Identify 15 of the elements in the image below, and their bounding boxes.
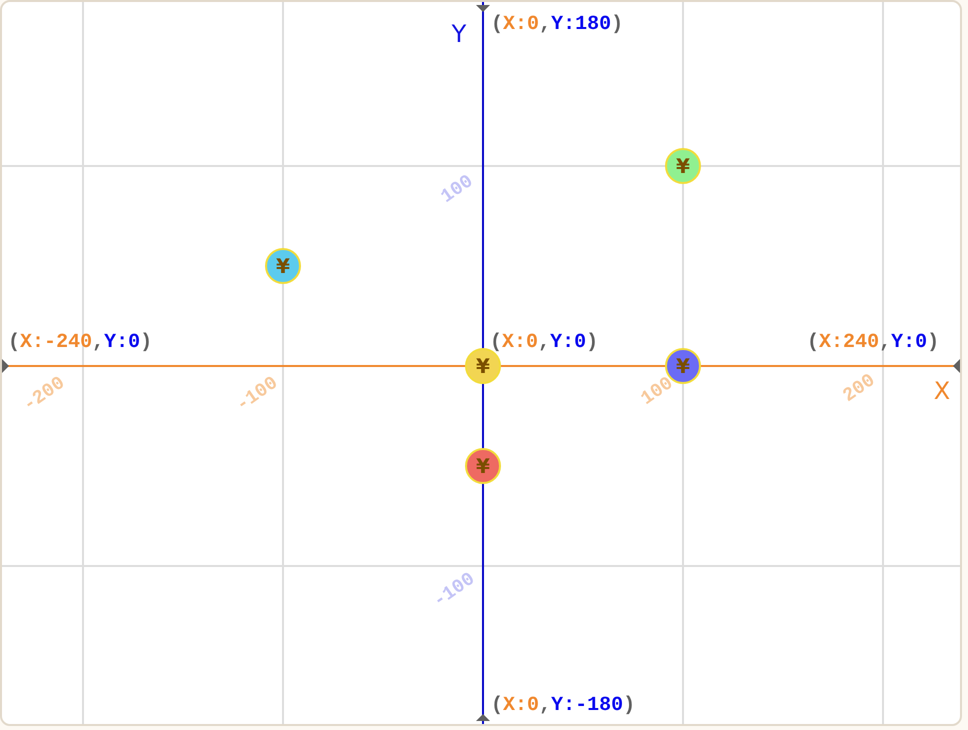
- tick-label: 100: [637, 373, 677, 409]
- coin-sprite: ¥: [665, 148, 701, 184]
- tick-label: -100: [430, 568, 478, 612]
- coordinate-label: (X:-240,Y:0): [8, 332, 152, 354]
- tick-label: -100: [232, 372, 282, 416]
- axis-label: X: [934, 378, 950, 404]
- tick-label: -200: [20, 372, 68, 416]
- coin-sprite: ¥: [465, 448, 501, 484]
- coordinate-label: (X:0,Y:-180): [491, 695, 636, 717]
- axis-label: Y: [452, 21, 466, 47]
- tick-label: 100: [437, 171, 477, 207]
- tick-label: 200: [839, 370, 879, 406]
- coin-sprite: ¥: [265, 248, 301, 284]
- coordinate-label: (X:0,Y:180): [491, 14, 624, 36]
- coordinate-label: (X:240,Y:0): [807, 332, 940, 354]
